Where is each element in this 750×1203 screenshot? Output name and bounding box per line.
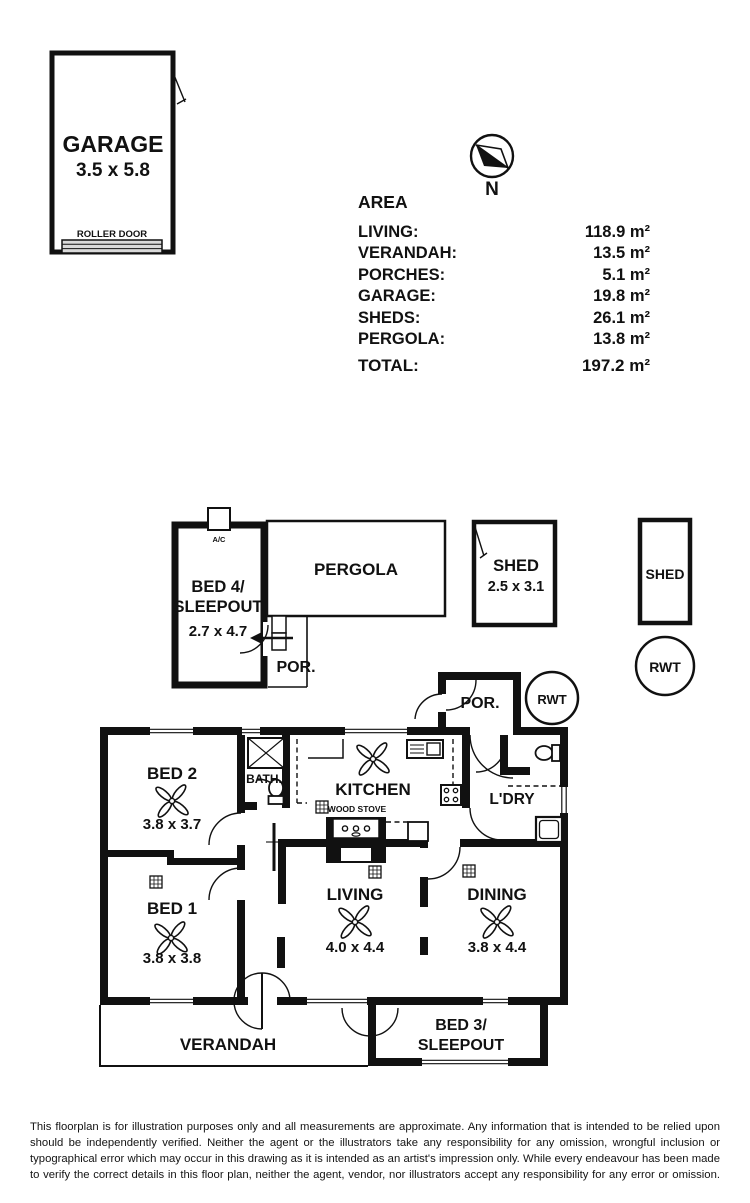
area-row-label: PORCHES: — [358, 265, 446, 284]
shed2-label: SHED — [646, 566, 685, 582]
laundry-label: L'DRY — [489, 791, 535, 808]
disclaimer-text: This floorplan is for illustration purpo… — [30, 1121, 720, 1182]
kitchen-label: KITCHEN — [335, 780, 411, 799]
laundry-toilet-icon — [534, 744, 561, 762]
vent-icon — [149, 875, 163, 889]
rainwater-tank-left: RWT — [524, 670, 580, 726]
house-porch: POR. — [414, 672, 521, 735]
door-swing — [445, 679, 477, 711]
pergola-area: PERGOLA — [265, 519, 447, 618]
vent-icon — [368, 865, 382, 879]
area-row-value: 19.8 m² — [593, 287, 650, 306]
garage-door-swing — [171, 69, 187, 105]
verandah-area: VERANDAH — [99, 1005, 368, 1067]
cooktop-icon — [440, 784, 462, 806]
house-porch-label: POR. — [460, 695, 499, 712]
compass-icon: N — [469, 133, 515, 200]
compass-north-label: N — [485, 179, 499, 200]
bed4-dims: 2.7 x 4.7 — [189, 623, 247, 640]
house-outer-walls — [100, 727, 568, 1005]
area-row-value: 13.8 m² — [593, 330, 650, 349]
cabinet — [407, 821, 429, 842]
area-total-value: 197.2 m² — [581, 356, 650, 376]
ceiling-fan-icon — [153, 782, 191, 820]
windows — [150, 728, 567, 1004]
ceiling-fan-icon — [354, 740, 392, 778]
rwt-label: RWT — [649, 659, 681, 675]
area-row-value: 5.1 m² — [602, 265, 650, 284]
kitchen-sink-icon — [406, 739, 444, 759]
step — [271, 615, 287, 634]
area-row-label: LIVING: — [358, 223, 419, 241]
shower-icon — [247, 737, 285, 769]
rwt-label: RWT — [537, 692, 566, 707]
rear-porch-label: POR. — [276, 659, 315, 676]
roller-door-label: ROLLER DOOR — [77, 229, 147, 240]
wood-stove-icon — [326, 817, 386, 863]
pergola-label: PERGOLA — [314, 560, 398, 579]
bed3-label-2: SLEEPOUT — [418, 1037, 504, 1054]
vent-icon — [315, 800, 329, 814]
area-table-title: AREA — [358, 192, 408, 212]
dashed-joinery — [296, 739, 560, 823]
roller-door — [61, 239, 163, 254]
shed1-dims: 2.5 x 3.1 — [488, 579, 544, 595]
bed1-label: BED 1 — [147, 899, 197, 918]
bed3-area: BED 3/ SLEEPOUT — [368, 1005, 548, 1066]
area-row: VERANDAH: 13.5 m² — [358, 243, 650, 264]
shed1-label: SHED — [493, 557, 539, 575]
bath-label: BATH. — [246, 772, 282, 786]
shed-1: SHED 2.5 x 3.1 — [471, 519, 558, 628]
wood-stove-label: WOOD STOVE — [328, 804, 387, 814]
ceiling-fan-icon — [336, 903, 374, 941]
ceiling-fan-icon — [478, 903, 516, 941]
area-row-label: VERANDAH: — [358, 244, 457, 263]
area-row-label: PERGOLA: — [358, 330, 446, 349]
area-row-label: SHEDS: — [358, 308, 421, 327]
area-row: PERGOLA: 13.8 m² — [358, 329, 650, 350]
dining-label: DINING — [467, 885, 527, 904]
door-swing — [414, 693, 443, 720]
rainwater-tank-right: RWT — [634, 635, 696, 697]
living-label: LIVING — [327, 885, 384, 904]
area-row: SHEDS: 26.1 m² — [358, 308, 650, 329]
vent-icon — [462, 864, 476, 878]
verandah-label: VERANDAH — [180, 1035, 276, 1054]
area-total-row: TOTAL: 197.2 m² — [358, 356, 650, 376]
rear-porch: POR. — [250, 615, 316, 688]
area-row: GARAGE: 19.8 m² — [358, 286, 650, 307]
garage-building: GARAGE 3.5 x 5.8 ROLLER DOOR — [49, 50, 187, 255]
bed2-dims: 3.8 x 3.7 — [143, 816, 201, 833]
house-interior-walls — [100, 735, 560, 997]
bed4-label-2: SLEEPOUT — [174, 598, 263, 616]
area-row: PORCHES: 5.1 m² — [358, 265, 650, 286]
area-row-label: GARAGE: — [358, 287, 436, 306]
ac-label: A/C — [213, 535, 227, 544]
garage-label: GARAGE — [63, 131, 164, 157]
area-row-value: 118.9 m² — [584, 223, 650, 241]
area-row-value: 26.1 m² — [593, 308, 650, 327]
ac-unit: A/C — [207, 507, 231, 544]
toilet-icon — [267, 778, 285, 805]
door-swing — [239, 624, 269, 654]
living-dims: 4.0 x 4.4 — [326, 939, 385, 956]
bed4-label-1: BED 4/ — [191, 578, 245, 596]
laundry-tub-icon — [534, 815, 564, 844]
entry-arrow-icon — [250, 631, 293, 645]
open-door-leaf — [266, 823, 282, 871]
area-table: AREA LIVING: 118.9 m² VERANDAH: 13.5 m² … — [358, 192, 650, 376]
bed2-label: BED 2 — [147, 764, 197, 783]
area-total-label: TOTAL: — [358, 356, 419, 376]
bed1-dims: 3.8 x 3.8 — [143, 950, 201, 967]
area-row: LIVING: 118.9 m² — [358, 222, 650, 243]
bed4-building: A/C BED 4/ SLEEPOUT 2.7 x 4.7 — [171, 507, 273, 689]
area-row-value: 13.5 m² — [593, 244, 650, 263]
bed3-label-1: BED 3/ — [435, 1017, 487, 1034]
shed-2: SHED — [637, 517, 693, 626]
garage-dims: 3.5 x 5.8 — [76, 160, 150, 181]
step — [271, 632, 287, 651]
shed-door-swing — [474, 526, 488, 559]
dining-dims: 3.8 x 4.4 — [468, 939, 527, 956]
